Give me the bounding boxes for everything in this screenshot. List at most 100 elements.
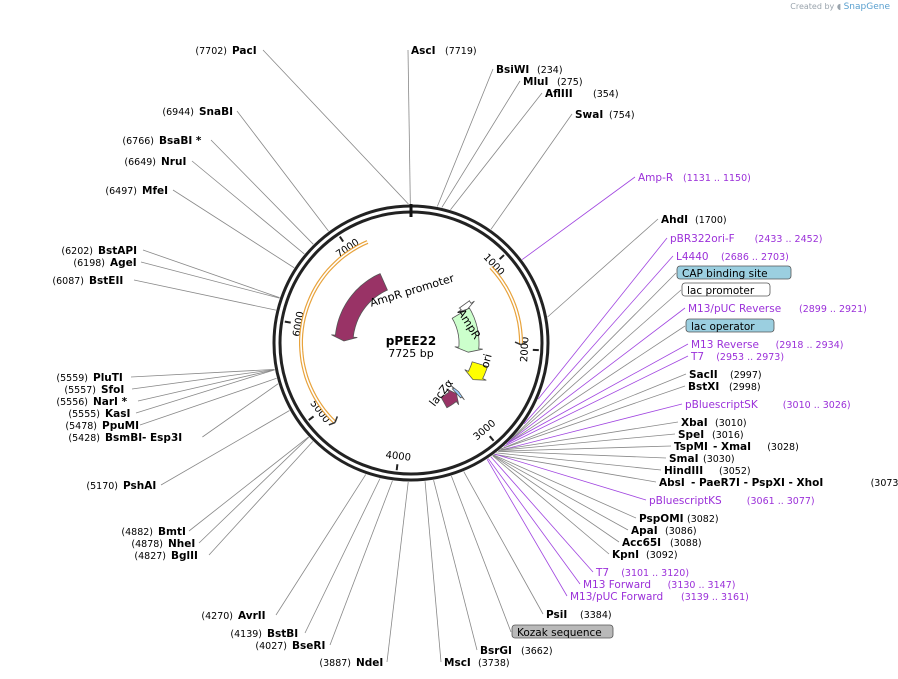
site-label: BsmBI - Esp3I (5428) (68, 432, 182, 444)
site-label: M13/pUC Forward(3139 .. 3161) (570, 591, 749, 603)
site-label-name: SpeI (678, 429, 704, 441)
snapgene-logo-icon: ◖ (836, 2, 842, 11)
feature-arrows (299, 240, 528, 426)
site-label-size: (7702) (195, 46, 227, 57)
feature-arrow-ori (464, 361, 489, 381)
site-label: M13 Forward(3130 .. 3147) (583, 579, 735, 591)
site-label-size: (3010 .. 3026) (783, 400, 851, 411)
site-label-name: BmtI (158, 526, 186, 538)
leader-line (507, 307, 686, 443)
plasmid-center-label: pPEE22 7725 bp (386, 334, 436, 360)
site-label: SwaI(754) (575, 109, 635, 121)
feature-arrow-lacz-promoter-block (450, 384, 465, 401)
site-label: MfeI(6497) (105, 185, 168, 197)
site-label-name: T7 (690, 351, 704, 363)
site-label: AhdI(1700) (661, 214, 727, 226)
leader-line (500, 373, 687, 450)
feature-arrow-lacz- (440, 388, 460, 409)
site-label-name: TspMI (674, 441, 708, 453)
site-label-name: PluTI (93, 372, 123, 384)
site-label-size: (5555) (68, 409, 100, 420)
leader-line (130, 368, 275, 378)
site-label-name: BsmBI (105, 432, 142, 444)
leader-line (208, 441, 314, 556)
leader-line (492, 454, 620, 543)
tick-label: 4000 (385, 450, 412, 464)
site-label-name: PsiI (546, 609, 567, 621)
site-label-name: M13 Forward (583, 579, 651, 591)
site-label-extra: - PaeR7I - PspXI - XhoI (691, 477, 823, 489)
leader-line (486, 459, 568, 597)
leader-line (433, 480, 478, 651)
site-label: M13 Reverse(2918 .. 2934) (691, 339, 843, 351)
site-label: PluTI(5559) (56, 372, 122, 384)
site-label-name: NheI (168, 538, 195, 550)
site-label: PsiI(3384) (546, 609, 612, 621)
leader-line (498, 450, 667, 459)
site-label-size: (6087) (52, 276, 84, 287)
site-label-name: M13/pUC Forward (570, 591, 663, 603)
site-label-name: HindIII (664, 465, 703, 477)
site-label-name: CAP binding site (682, 268, 768, 280)
site-label: TspMI - XmaI(3028) (674, 441, 799, 453)
leader-line (133, 279, 277, 311)
site-label-box (685, 318, 775, 333)
leader-line (188, 436, 309, 532)
site-label: T7(2953 .. 2973) (690, 351, 784, 363)
label-leader-lines (130, 49, 689, 663)
site-label-name: BstEII (89, 275, 123, 287)
leader-line (499, 403, 683, 451)
site-label: PpuMI(5478) (65, 420, 139, 432)
site-label: NheI(4878) (131, 538, 195, 550)
site-label-name: PshAI (123, 480, 156, 492)
site-label-size: (6766) (122, 136, 154, 147)
site-label-name: MscI (444, 657, 471, 669)
snapgene-credit: Created by ◖ SnapGene (790, 2, 890, 12)
site-label-name: AbsI (659, 477, 685, 489)
site-label-size: (5428) (68, 433, 100, 444)
leader-line (329, 480, 393, 646)
site-label-name: NruI (161, 156, 186, 168)
site-label-size: (5478) (65, 421, 97, 432)
site-label-size: (4827) (134, 551, 166, 562)
site-label: CAP binding site (676, 265, 792, 280)
site-label-size: (6198) (73, 258, 105, 269)
site-label-size: (4270) (201, 611, 233, 622)
site-label-size: (5557) (64, 385, 96, 396)
feature-arrow-ampr-promoter (457, 300, 475, 313)
tick-mark (498, 254, 505, 260)
tick-mark (308, 415, 315, 421)
leader-line (506, 343, 689, 444)
site-label-name: AvrII (238, 610, 266, 622)
leader-line (262, 49, 409, 205)
leader-line (139, 377, 277, 426)
site-label: Acc65I(3088) (622, 537, 702, 549)
leader-line (494, 453, 657, 483)
site-label-name: SwaI (575, 109, 603, 121)
leader-line (493, 454, 637, 519)
site-label: BsaBI *(6766) (122, 135, 201, 147)
site-label: Amp-R(1131 .. 1150) (638, 172, 751, 184)
site-label-name: M13/pUC Reverse (688, 303, 781, 315)
leader-line (142, 249, 280, 299)
leader-line (509, 289, 682, 442)
leader-line (523, 255, 674, 425)
site-label: L4440(2686 .. 2703) (676, 251, 789, 263)
site-label: BstXI(2998) (688, 381, 761, 393)
leader-line (160, 410, 290, 486)
site-label-size: (3010) (715, 418, 747, 429)
leader-line (537, 237, 668, 400)
site-label-size: (3073) (871, 478, 898, 489)
site-label-name: pBR322ori-F (670, 233, 735, 245)
leader-line (140, 261, 280, 299)
site-label-name: lac promoter (687, 285, 755, 297)
site-label-size: (2918 .. 2934) (776, 340, 844, 351)
site-label-name: PacI (232, 45, 257, 57)
site-label-name: MluI (523, 76, 548, 88)
leader-line (505, 325, 686, 445)
site-label-name: Amp-R (638, 172, 673, 184)
site-label-extra: - Esp3I (142, 432, 182, 444)
orf-arc (489, 266, 523, 345)
site-label-box (681, 282, 771, 297)
